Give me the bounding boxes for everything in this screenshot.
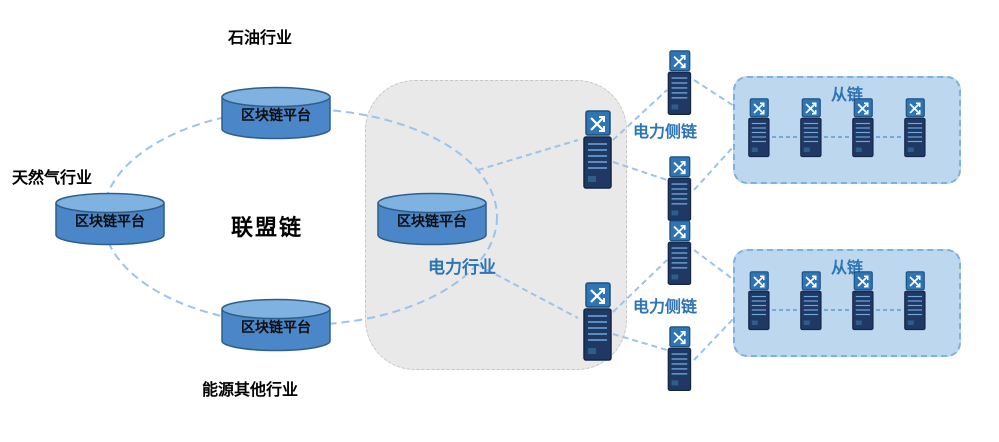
sidechain-gateway-node <box>579 282 615 367</box>
label-consortium-chain: 联盟链 <box>231 215 304 240</box>
label-oil-industry: 石油行业 <box>228 30 293 47</box>
platform-label: 区块链平台 <box>241 107 311 123</box>
subchain-node <box>849 98 876 163</box>
label-power-industry: 电力行业 <box>428 258 496 277</box>
label-power-sidechain-top: 电力侧链 <box>633 124 698 141</box>
label-other-energy-industry: 能源其他行业 <box>202 382 299 399</box>
platform-label: 区块链平台 <box>397 213 467 229</box>
server-switch-icon <box>579 282 615 362</box>
sidechain-node <box>664 156 694 227</box>
subchain-node <box>849 271 876 336</box>
subchain-node <box>901 98 928 163</box>
subchain-node <box>745 98 772 163</box>
server-switch-icon <box>797 271 824 331</box>
sidechain-node <box>664 326 694 397</box>
server-switch-icon <box>745 271 772 331</box>
platform-cylinder-gas: 区块链平台 <box>54 192 166 246</box>
server-switch-icon <box>664 50 694 116</box>
server-switch-icon <box>664 156 694 222</box>
platform-label: 区块链平台 <box>241 319 311 335</box>
server-switch-icon <box>797 98 824 158</box>
sidechain-node <box>664 50 694 121</box>
label-gas-industry: 天然气行业 <box>12 170 93 187</box>
sidechain-node <box>664 220 694 291</box>
platform-cylinder-oil: 区块链平台 <box>220 86 332 140</box>
subchain-node <box>901 271 928 336</box>
server-switch-icon <box>849 271 876 331</box>
sidechain-gateway-node <box>579 110 615 195</box>
platform-label: 区块链平台 <box>75 213 145 229</box>
server-switch-icon <box>901 271 928 331</box>
subchain-node <box>797 98 824 163</box>
platform-cylinder-other-energy: 区块链平台 <box>220 298 332 352</box>
platform-cylinder-power: 区块链平台 <box>376 192 488 246</box>
server-switch-icon <box>664 220 694 286</box>
server-switch-icon <box>579 110 615 190</box>
server-switch-icon <box>901 98 928 158</box>
label-power-sidechain-bottom: 电力侧链 <box>633 299 698 316</box>
server-switch-icon <box>664 326 694 392</box>
server-switch-icon <box>849 98 876 158</box>
subchain-node <box>797 271 824 336</box>
subchain-node <box>745 271 772 336</box>
server-switch-icon <box>745 98 772 158</box>
